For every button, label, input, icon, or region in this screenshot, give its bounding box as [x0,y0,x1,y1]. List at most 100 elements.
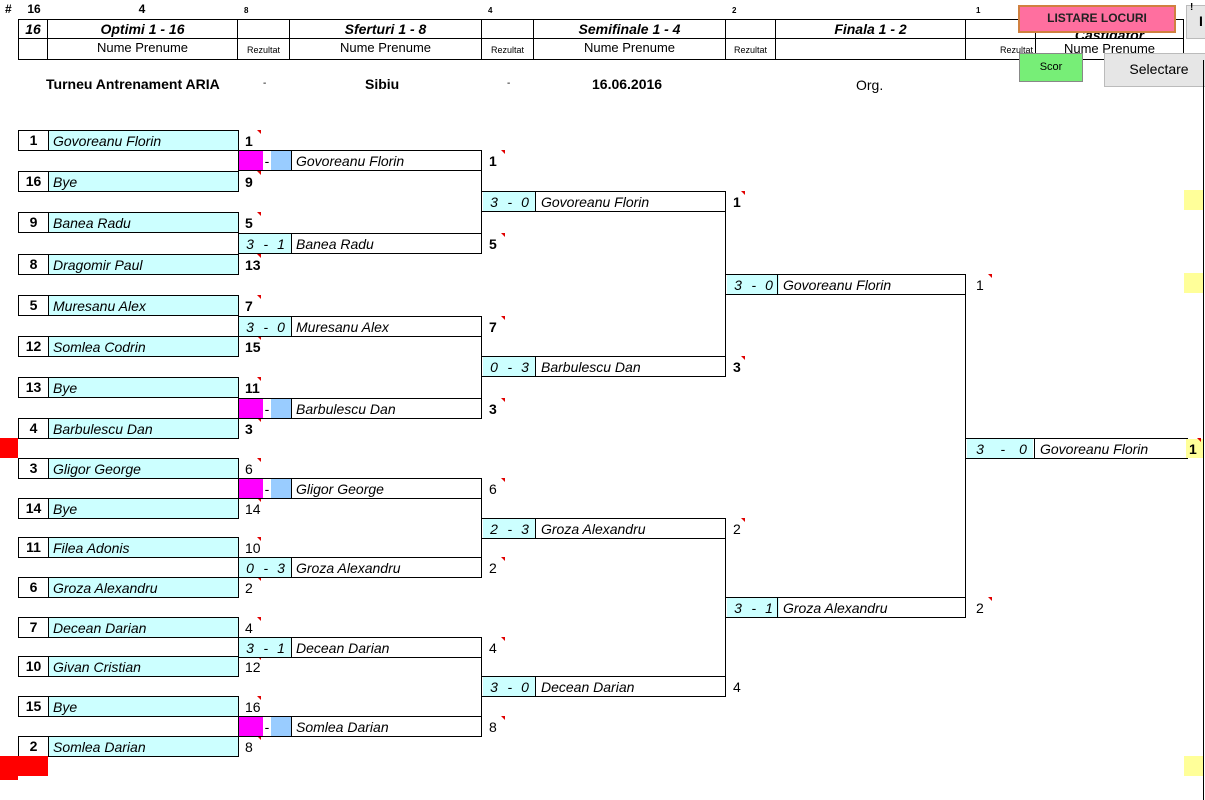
round4-count: 4 [488,6,493,15]
score-dash: - [261,234,271,253]
comment-marker [257,336,261,340]
score-box-right[interactable] [271,479,291,498]
score-right[interactable]: 3 [515,357,535,376]
rank-number: 5 [489,236,497,252]
bracket-line [18,397,239,398]
player-name[interactable]: Groza Alexandru [49,578,238,597]
tournament-date: 16.06.2016 [592,76,663,92]
bracket-line [48,696,49,717]
bracket-line [238,316,482,317]
comment-marker [501,233,505,237]
score-right[interactable]: 3 [515,519,535,538]
score-left[interactable]: 0 [483,357,505,376]
player-name[interactable]: Bye [49,378,238,397]
bracket-connector [481,657,482,737]
score-box-right[interactable] [271,717,291,736]
comment-marker [257,171,261,175]
player-name[interactable]: Decean Darian [49,618,238,637]
score-right[interactable]: 0 [515,677,535,696]
player-name[interactable]: Govoreanu Florin [49,131,238,150]
player-name[interactable]: Bye [49,172,238,191]
score-right[interactable]: 1 [271,638,291,657]
score-left[interactable]: 3 [967,439,993,458]
red-marker [0,776,18,780]
score-box-right[interactable] [271,151,291,170]
score-right[interactable]: 0 [759,275,779,294]
score-right[interactable]: 0 [515,192,535,211]
score-left[interactable]: 2 [483,519,505,538]
score-right[interactable]: 0 [1013,439,1033,458]
score-box-left[interactable] [239,151,263,170]
score-box-left[interactable] [239,399,263,418]
score-box-left[interactable] [239,717,263,736]
comment-marker [257,295,261,299]
player-name: Decean Darian [541,679,635,695]
score-box-left[interactable] [239,479,263,498]
bracket-line [291,150,292,171]
player-name[interactable]: Muresanu Alex [49,296,238,315]
player-name[interactable]: Filea Adonis [49,538,238,557]
rank-number: 2 [489,560,497,576]
player-name[interactable]: Bye [49,697,238,716]
player-name[interactable]: Gligor George [49,459,238,478]
selectare-button[interactable]: Selectare [1104,53,1205,87]
rank-number: 1 [489,153,497,169]
bracket-line [238,170,482,171]
bracket-line [238,150,482,151]
partial-button[interactable]: I [1186,5,1205,39]
bracket-line [48,171,49,192]
player-name[interactable]: Barbulescu Dan [49,419,238,438]
bracket-line [238,577,482,578]
score-left[interactable]: 3 [727,275,749,294]
score-box-right[interactable] [271,399,291,418]
score-left[interactable]: 3 [239,638,261,657]
player-name: Govoreanu Florin [783,277,892,293]
player-name[interactable]: Bye [49,499,238,518]
score-left[interactable]: 3 [239,317,261,336]
player-name: Decean Darian [296,640,390,656]
comment-marker [257,656,261,660]
bracket-line [777,597,778,618]
rank-number: 3 [245,421,253,437]
bracket-line [535,676,536,697]
bracket-line [18,478,239,479]
bracket-line [18,274,239,275]
score-left[interactable]: 3 [483,677,505,696]
player-name[interactable]: Somlea Codrin [49,337,238,356]
tournament-name: Turneu Antrenament ARIA [46,76,220,92]
scor-button[interactable]: Scor [1019,53,1083,82]
header-semifinale: Semifinale 1 - 4 [534,19,726,39]
seed-number: 12 [25,338,42,354]
bracket-line [238,736,482,737]
seed-number: 7 [29,619,38,635]
bracket-line [238,458,239,479]
listare-locuri-button[interactable]: LISTARE LOCURI [1018,5,1176,33]
score-left[interactable]: 3 [483,192,505,211]
bracket-line [48,418,49,439]
score-right[interactable]: 3 [271,558,291,577]
score-right[interactable]: 1 [271,234,291,253]
subheader-rezultat-4: Rezultat [966,39,1036,60]
seed-number: 1 [29,132,38,148]
seed-number: 10 [25,658,42,674]
score-left[interactable]: 3 [239,234,261,253]
rank-number: 8 [245,739,253,755]
bracket-line [18,191,239,192]
bracket-line [18,498,19,519]
bracket-connector [238,150,239,192]
player-name[interactable]: Givan Cristian [49,657,238,676]
bracket-line [18,315,239,316]
bracket-line [482,518,726,519]
rank-number: 16 [245,699,261,715]
score-left[interactable]: 0 [239,558,261,577]
player-name[interactable]: Somlea Darian [49,737,238,756]
player-name[interactable]: Banea Radu [49,213,238,232]
bracket-line [18,736,239,737]
score-left[interactable]: 3 [727,598,749,617]
score-right[interactable]: 0 [271,317,291,336]
seed-number: 16 [25,173,42,189]
bracket-line [18,458,19,479]
rank-number: 1 [976,277,984,293]
player-name[interactable]: Dragomir Paul [49,255,238,274]
score-right[interactable]: 1 [759,598,779,617]
